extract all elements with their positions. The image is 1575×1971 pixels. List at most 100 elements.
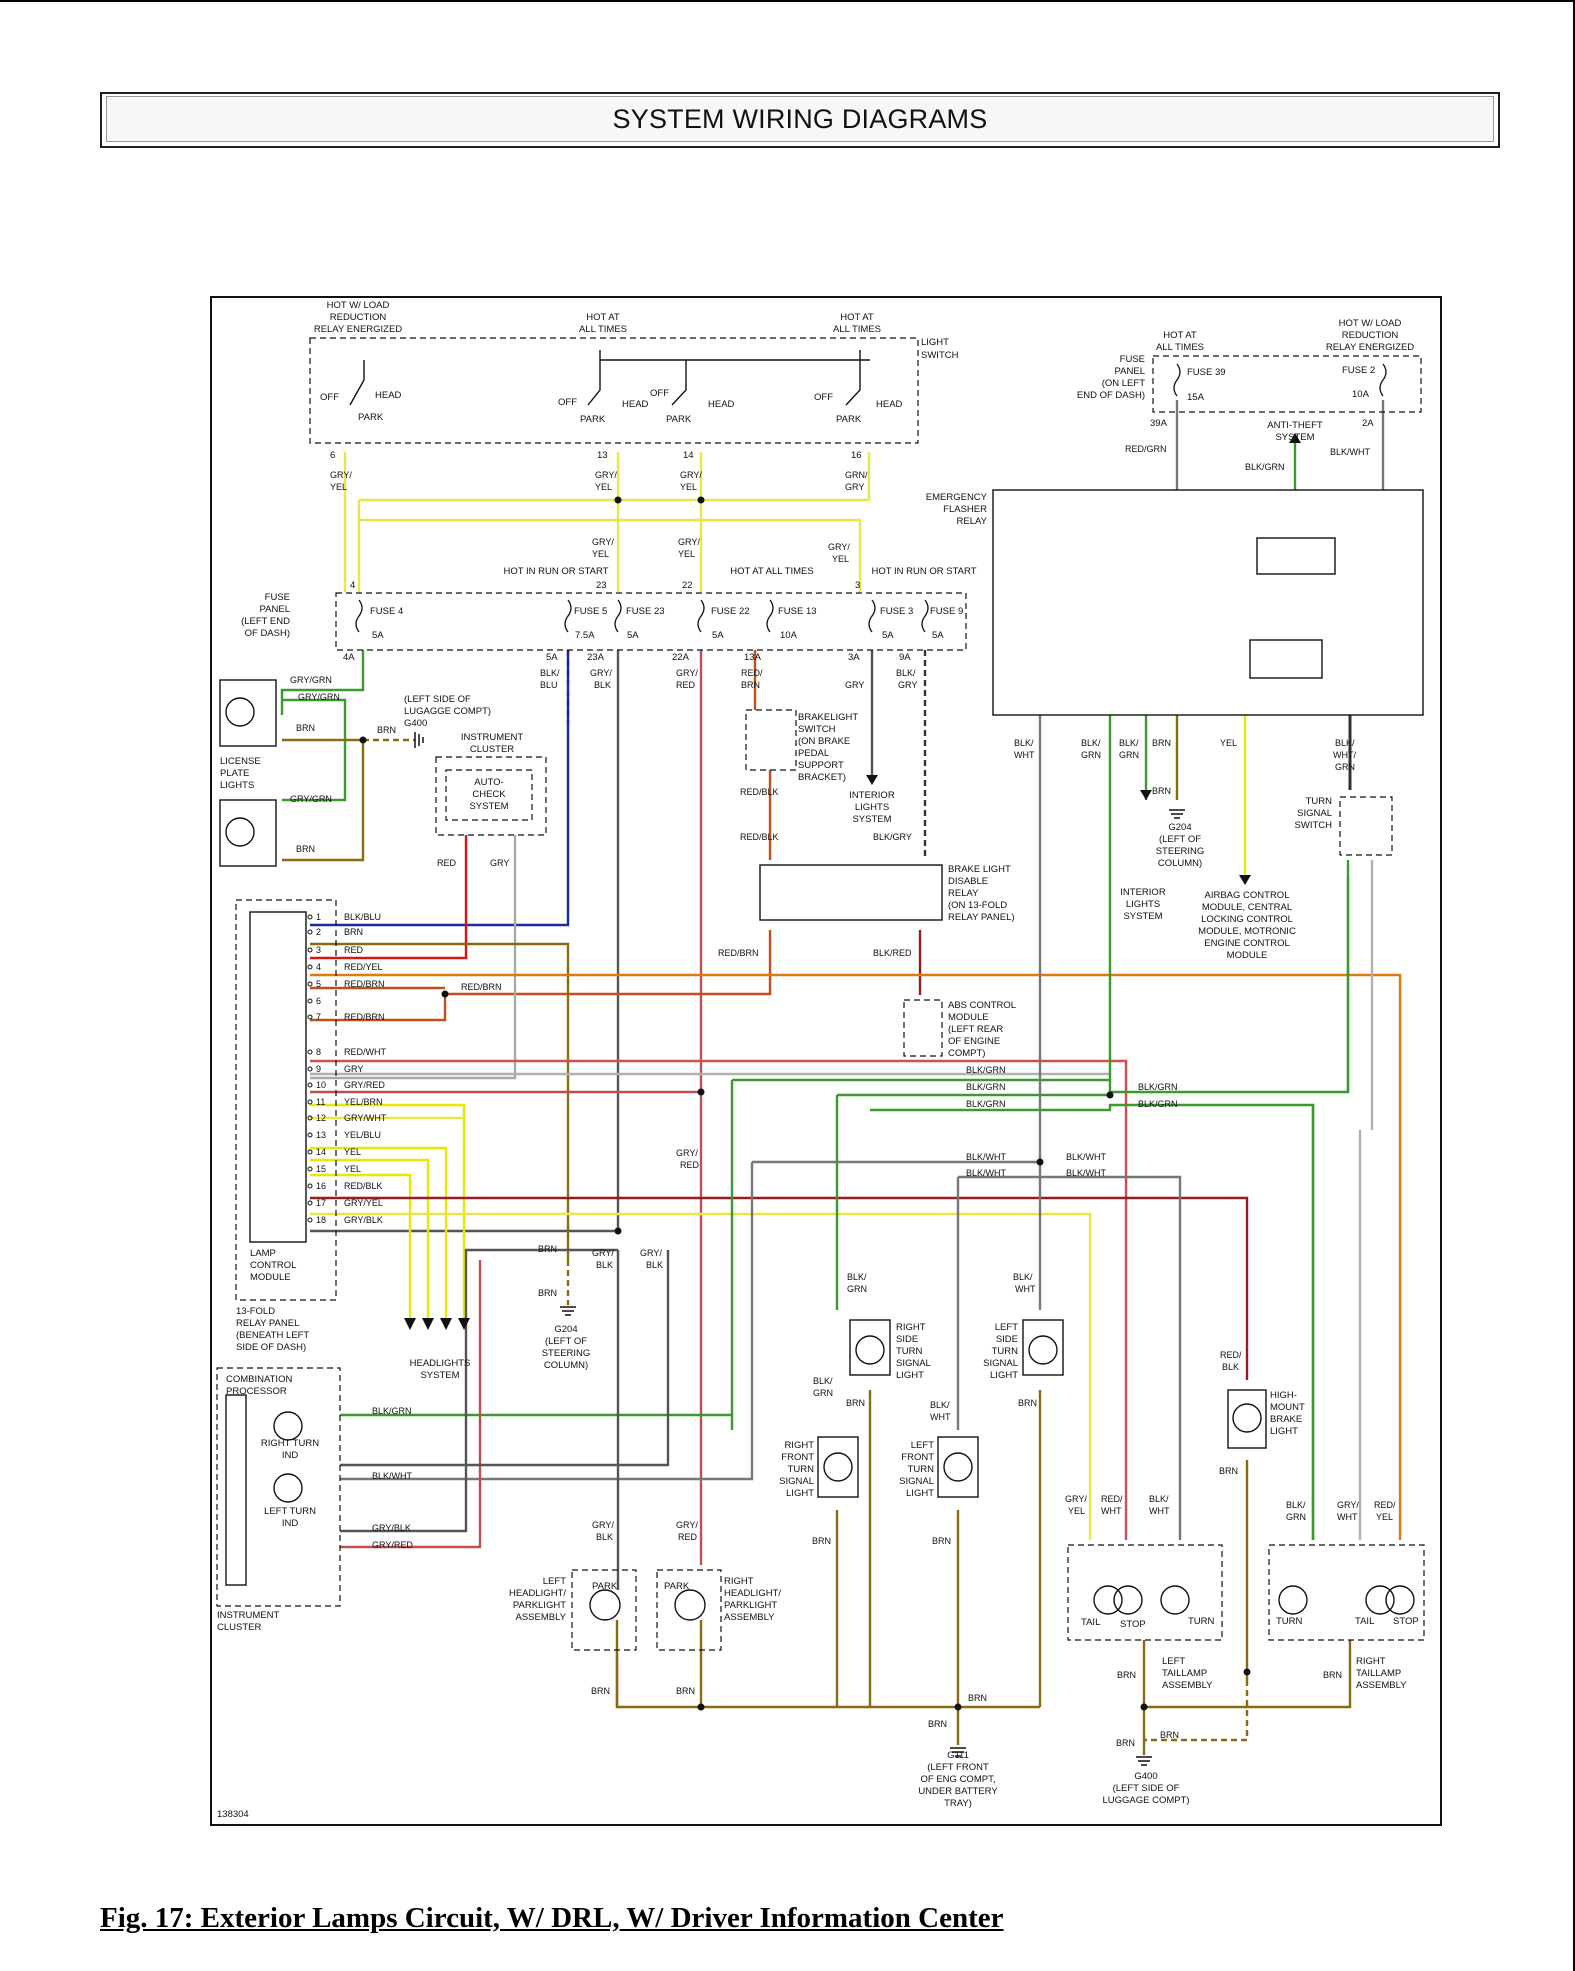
rst-label-5: LIGHT [896, 1370, 924, 1381]
rft-label: RIGHT [784, 1440, 814, 1451]
tss-label-3: SWITCH [1295, 820, 1333, 831]
lcm-label-2: CONTROL [250, 1260, 296, 1271]
wire-red-yel [310, 973, 1402, 1540]
brake-switch-label-2: SWITCH [798, 724, 836, 735]
wl: BLK/ [1014, 738, 1034, 748]
wl: BLK/GRN [1245, 462, 1285, 472]
fuse-glyph [1379, 363, 1387, 397]
rti-label: RIGHT TURN [261, 1438, 319, 1449]
right-headlight-box [656, 1569, 722, 1651]
wl: BRN [1116, 1738, 1135, 1748]
lcm-pin-number: 15 [316, 1164, 326, 1174]
junction-dot [1243, 1668, 1251, 1676]
wl: BLK/ [1335, 738, 1355, 748]
wl: YEL [330, 482, 347, 492]
wire-gry-yel-17 [310, 1212, 1092, 1540]
flasher-label: EMERGENCY [926, 492, 988, 503]
lft-label-5: LIGHT [906, 1488, 934, 1499]
wl: BLK/WHT [1066, 1168, 1107, 1178]
lcm-pin-number: 10 [316, 1080, 326, 1090]
lt-tail: TAIL [1081, 1617, 1100, 1628]
junction-dot [1036, 1158, 1044, 1166]
light-switch-internals [349, 350, 870, 406]
wl: RED/BRN [461, 982, 502, 992]
g204-right-label-2: (LEFT OF [1159, 834, 1201, 845]
hl-arrow-4 [458, 1318, 470, 1330]
relay-panel-label: 13-FOLD [236, 1306, 275, 1317]
wl: BLK/ [930, 1400, 950, 1410]
lcm-pin-terminal [307, 1217, 313, 1223]
fuse-panel-left-box [335, 592, 967, 651]
wl: BLK/WHT [966, 1168, 1007, 1178]
g204-right-label: G204 [1168, 822, 1191, 833]
wire-gry-blk-top [340, 1250, 670, 1467]
rt-turn: TURN [1276, 1616, 1303, 1627]
lcm-pin-wire: RED/BRN [344, 1012, 385, 1022]
wl: BRN [591, 1686, 610, 1696]
lft-label-4: SIGNAL [899, 1476, 934, 1487]
lst-label-2: SIDE [996, 1334, 1018, 1345]
ls-pin-16: 16 [851, 450, 862, 461]
bdr-label-2: DISABLE [948, 876, 988, 887]
fp-pin-5a: 5A [546, 652, 558, 663]
page-border-top [0, 0, 1575, 2]
brake-switch-box [745, 709, 797, 771]
brake-switch-label-5: SUPPORT [798, 760, 844, 771]
wl: YEL [678, 549, 695, 559]
wire-brn-rt [1144, 1640, 1352, 1709]
fp-pin-22a: 22A [672, 652, 690, 663]
ic-label-2: CLUSTER [470, 744, 514, 755]
component-boxes [216, 337, 1425, 1651]
icb-label: INSTRUMENT [217, 1610, 279, 1621]
license-plate-label-2: PLATE [220, 768, 249, 779]
tss-label-2: SIGNAL [1297, 808, 1332, 819]
fp-pin-13a: 13A [744, 652, 762, 663]
wl: BRN [1018, 1398, 1037, 1408]
rt-stop: STOP [1393, 1616, 1419, 1627]
int-right-label-3: SYSTEM [1123, 911, 1162, 922]
wl: YEL [680, 482, 697, 492]
airbag-label-6: MODULE [1227, 950, 1268, 961]
rh-label-2: HEADLIGHT/ [724, 1588, 781, 1599]
ls-source-3: HOT AT [840, 312, 874, 323]
wl: BRN [846, 1398, 865, 1408]
wl: BLK/GRN [966, 1065, 1006, 1075]
lcm-pin-wire: YEL/BRN [344, 1097, 383, 1107]
fuse-39-name: FUSE 39 [1187, 367, 1226, 378]
wl: BRN [296, 723, 315, 733]
wires [280, 400, 1402, 1755]
wire-blk-wht-cp [340, 1162, 754, 1481]
wire-gry-blk-cp [340, 1248, 618, 1533]
wl: BLK/ [1149, 1494, 1169, 1504]
wire-red-wht [310, 1059, 1128, 1540]
lcm-pin-terminal [307, 947, 313, 953]
ls-park-2: PARK [580, 414, 606, 425]
g400-bot-label-2: (LEFT SIDE OF [1113, 1783, 1180, 1794]
lh-label-4: ASSEMBLY [515, 1612, 566, 1623]
light-switch-texts: OFF PARK HEAD OFF PARK HEAD OFF PARK HEA… [320, 388, 903, 425]
wl: BLK/WHT [1330, 447, 1371, 457]
g400-top-label-3: G400 [404, 718, 427, 729]
lcm-pin-terminal [307, 929, 313, 935]
wl: GRY/ [330, 470, 352, 480]
wl: GRY [490, 858, 509, 868]
fuse-5-name: FUSE 5 [574, 606, 607, 617]
g204-right-label-4: COLUMN) [1158, 858, 1202, 869]
wl: BRN [676, 1686, 695, 1696]
instrument-cluster-box [435, 756, 547, 836]
wl: BLK/GRN [372, 1406, 412, 1416]
lcm-pin-number: 3 [316, 945, 321, 955]
wl: GRY [845, 680, 864, 690]
lst-label: LEFT [995, 1322, 1018, 1333]
anti-theft-arrow [1289, 433, 1301, 443]
lh-park: PARK [592, 1581, 618, 1592]
lcm-pin-number: 11 [316, 1097, 325, 1107]
junction-dot [441, 990, 449, 998]
wl: GRY/ [595, 470, 617, 480]
flasher-relay-coil-1 [1256, 537, 1336, 575]
wl: BRN [1152, 786, 1171, 796]
combination-processor-inner [225, 1394, 247, 1586]
junction-dot [614, 1227, 622, 1235]
lcm-pin-number: 2 [316, 927, 321, 937]
fuse-out-2a: 2A [1362, 418, 1374, 429]
